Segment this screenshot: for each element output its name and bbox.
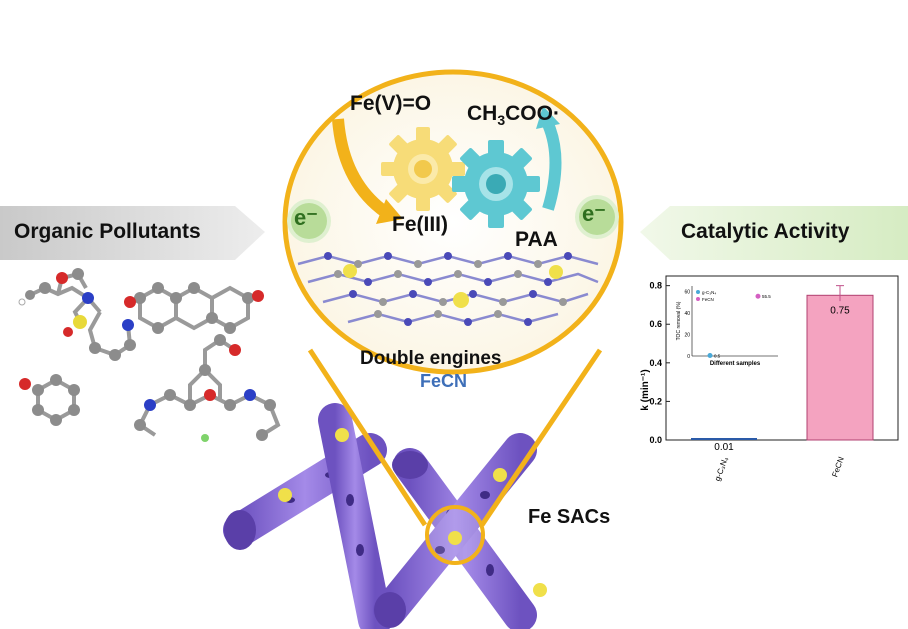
gear-yellow-icon (381, 127, 465, 211)
bar-value-label: 0.75 (830, 305, 850, 316)
right-banner-label: Catalytic Activity (681, 220, 850, 243)
fe-atom (343, 264, 357, 278)
right-banner-arrow (640, 206, 908, 260)
bar (806, 294, 874, 441)
chart-frame (665, 275, 899, 441)
fe-v-label: Fe(V)=O (350, 92, 432, 115)
inset-legend-label: FeCN (702, 297, 714, 302)
inset-xlabel: Different samples (710, 361, 761, 367)
tube-2 (318, 403, 392, 629)
y-tick-label: 0.8 (649, 281, 662, 291)
sheet-atoms (324, 252, 572, 326)
y-tick-label: 0.6 (649, 319, 662, 329)
fe-sac-nanotubes (223, 403, 547, 629)
arrow-down-icon (332, 118, 392, 219)
inset-point-label: 55.5 (762, 294, 771, 299)
chart-ylabel: k (min⁻¹) (640, 369, 651, 410)
electron-left-icon (287, 199, 331, 243)
y-tick-label: 0.4 (649, 358, 662, 368)
fe-iii-label: Fe(III) (392, 213, 448, 236)
inset-legend-label: g-C₃N₄ (702, 290, 716, 295)
fe-atom (453, 292, 469, 308)
left-banner-label: Organic Pollutants (14, 220, 201, 243)
inset-y-tick-label: 20 (684, 332, 690, 338)
magnified-circle (282, 69, 624, 375)
inset-ylabel: TOC removal (%) (676, 301, 682, 340)
electron-right-icon (575, 195, 619, 239)
inset-point (755, 293, 761, 299)
bar (691, 438, 757, 440)
electron-left-label: e⁻ (294, 205, 318, 230)
left-banner-arrow (0, 206, 265, 260)
arrow-up-icon (542, 121, 562, 211)
inset-legend-marker (696, 297, 700, 301)
electron-right-label: e⁻ (582, 201, 606, 226)
tube-4 (373, 433, 547, 628)
inset-point (707, 352, 713, 358)
rate-constant-chart: 0.0 0.2 0.4 0.6 0.8 0.01 g-C₃N₄ 0.75 FeCN 0 20 40… (636, 262, 908, 502)
y-tick-label: 0.2 (649, 396, 662, 406)
fe-atom (549, 265, 563, 279)
inset-y-tick-label: 60 (684, 289, 690, 295)
radical-label: CH3COO· (467, 102, 560, 129)
inset-y-tick-label: 40 (684, 311, 690, 317)
double-engines-label: Double engines (360, 348, 502, 369)
y-tick-label: 0.0 (649, 435, 662, 445)
molecule-sulfonamide-atoms (18, 268, 136, 361)
paa-label: PAA (515, 228, 558, 251)
fecn-label: FeCN (420, 371, 468, 391)
bar-value-label: 0.01 (714, 442, 734, 453)
inset-legend-marker (696, 290, 700, 294)
fe-sacs-label: Fe SACs (528, 506, 611, 528)
pollutant-molecules (18, 268, 281, 442)
inset-y-tick-label: 0 (687, 354, 690, 360)
gear-teal-icon (452, 140, 540, 228)
inset-point-label: 0.5 (714, 353, 721, 358)
